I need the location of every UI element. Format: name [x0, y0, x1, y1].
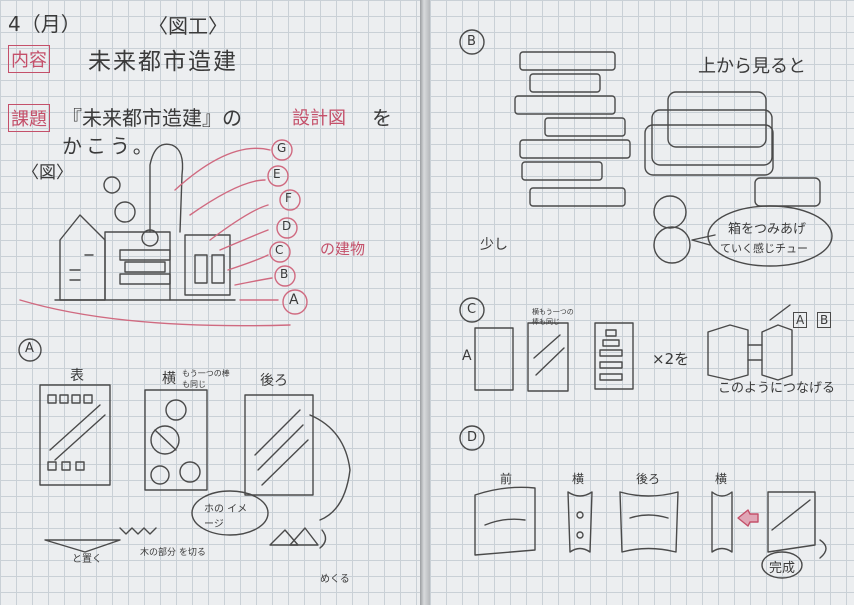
figure-label: 〈図〉 — [22, 163, 73, 183]
place-note: と置く — [72, 554, 102, 565]
city-figure-drawing — [19, 139, 308, 327]
task-label: 課題 — [8, 104, 50, 132]
section-d-drawing — [459, 425, 827, 579]
label-d-back: 後ろ — [636, 472, 661, 486]
connect-label: このようにつなげる — [718, 381, 836, 396]
label-front: 表 — [70, 368, 84, 384]
section-a-drawing — [18, 338, 351, 553]
label-d-side-2: 横 — [715, 472, 728, 486]
section-b-drawing — [459, 29, 833, 267]
badge-d: D — [467, 430, 478, 445]
content-label: 内容 — [8, 45, 50, 73]
right-page: B 上から見ると 少し 箱をつみあげ ていく感じチュー C 横もう一つの棒も同じ… — [430, 0, 854, 605]
times-two-label: ×2を — [652, 350, 690, 368]
date-heading: 4（月） — [8, 12, 81, 36]
label-d-front: 前 — [500, 472, 513, 486]
mark-a: A — [289, 292, 299, 308]
top-view-label: 上から見ると — [698, 56, 806, 77]
mark-g: G — [277, 141, 287, 155]
badge-c: C — [467, 302, 477, 317]
mark-e: E — [273, 167, 281, 181]
section-c-left-a: A — [462, 348, 472, 364]
mark-b: B — [280, 267, 289, 281]
side-note: もう一つの棒も同じ — [182, 369, 230, 389]
label-d-side: 横 — [572, 472, 585, 486]
section-c-drawing — [459, 297, 793, 392]
content-text: 未来都市造建 — [88, 49, 238, 75]
wood-note: 木の部分 を切る — [140, 548, 206, 558]
section-c-side-note: 横もう一つの棒も同じ — [532, 308, 574, 326]
task-text-pink: 設計図 — [292, 108, 346, 129]
left-page: 4（月） 〈図工〉 内容 未来都市造建 課題 『未来都市造建』の 設計図 を か… — [0, 0, 420, 605]
task-text-3: かこう。 — [62, 134, 157, 158]
speech-line-2: ていく感じチュー — [720, 242, 808, 255]
done-label: 完成 — [769, 561, 796, 576]
building-note: の建物 — [320, 240, 366, 258]
mark-c: C — [275, 243, 284, 257]
box-b-label: B — [817, 312, 832, 328]
label-back: 後ろ — [260, 373, 288, 389]
speech-line-1: 箱をつみあげ — [728, 222, 807, 237]
badge-b: B — [467, 34, 476, 49]
mark-f: F — [285, 191, 292, 205]
task-text-1: 『未来都市造建』の — [62, 106, 242, 130]
subject-heading: 〈図工〉 — [148, 14, 228, 38]
turn-note: めくる — [320, 574, 350, 585]
little-label: 少し — [480, 237, 508, 253]
badge-a: A — [25, 341, 34, 356]
box-a-label: A — [793, 312, 808, 328]
notebook-spine — [420, 0, 430, 605]
bubble-note: ホの イメージ — [204, 504, 248, 530]
mark-d: D — [282, 219, 292, 233]
label-side: 横 — [162, 371, 176, 387]
task-text-2: を — [372, 106, 392, 130]
